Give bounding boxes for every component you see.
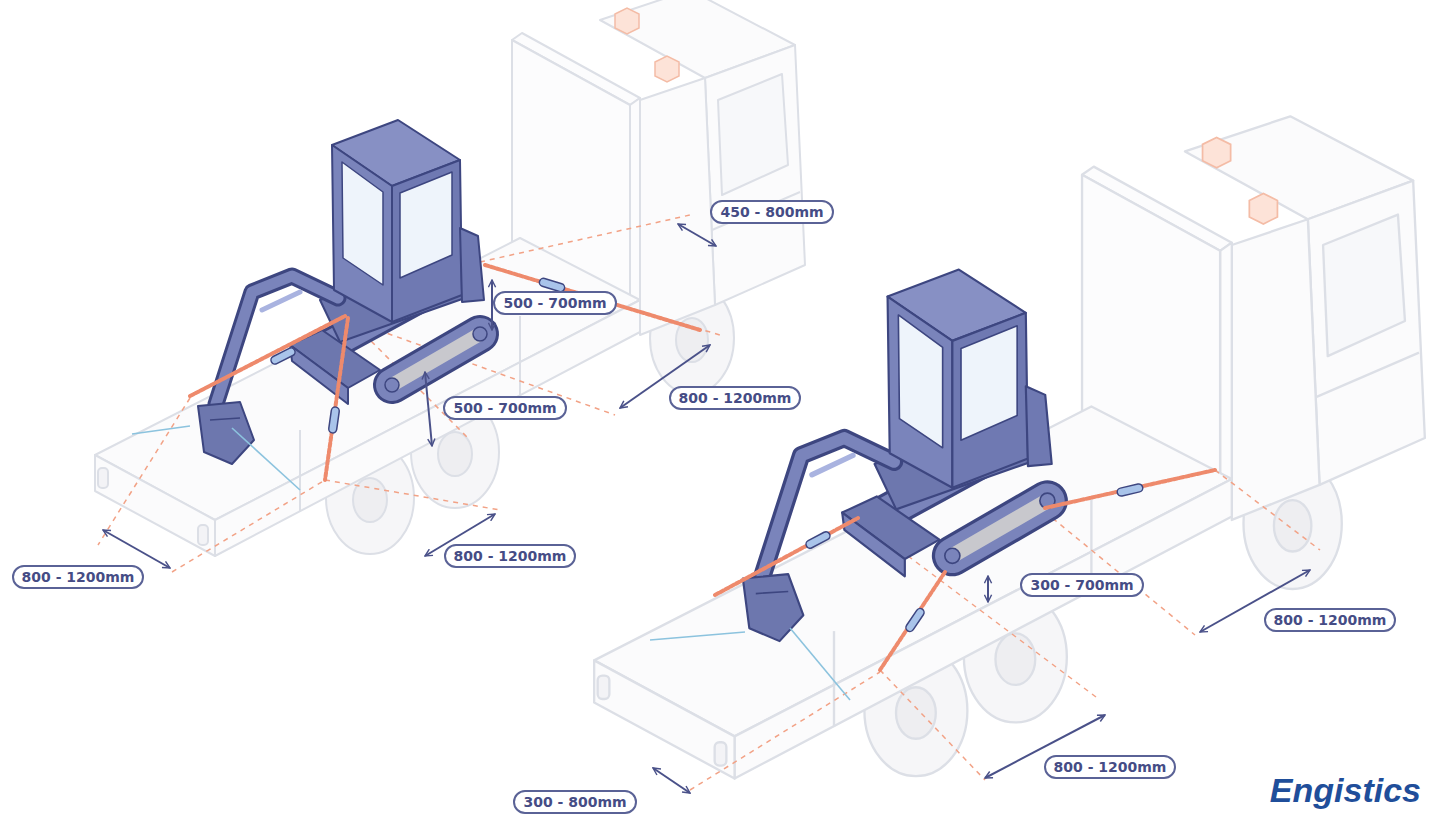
bucket-cable [132,426,190,434]
dimension-label: 300 - 700mm [1020,573,1143,597]
tie-down-chain [880,572,945,670]
dimension-label: 800 - 1200mm [12,565,145,589]
guide-line [690,672,880,790]
dimension-label: 800 - 1200mm [1264,608,1397,632]
guide-line [98,398,190,545]
chain-tensioner [904,607,925,633]
chain-tensioner [805,530,832,549]
chain-tensioner [328,407,340,434]
dimension-label: 300 - 800mm [513,790,636,814]
dimension-label: 800 - 1200mm [444,544,577,568]
dimension-label: 500 - 700mm [443,396,566,420]
guide-line [325,480,500,510]
dimension-arrow [103,224,1310,793]
truck-left [95,0,805,556]
tie-down-chain [485,265,700,330]
chain-tensioner [1116,483,1143,497]
chain-tensioner [270,277,1144,633]
dimension-arrow [425,372,432,446]
dimension-arrow [103,530,170,568]
tie-down-chain [325,318,348,480]
guide-line [485,265,720,335]
excavator-right [743,270,1055,642]
dimension-label: 800 - 1200mm [1044,755,1177,779]
truck-right [594,116,1425,778]
dimension-arrow [653,768,690,793]
guide-line [880,670,985,780]
chain-tensioner [270,347,297,366]
tie-down-chain [1045,470,1215,508]
dimension-arrow [678,224,716,246]
tie-down-chain [715,518,858,595]
guide-line [1215,470,1320,550]
bucket-cable [650,632,745,640]
tie-down-chain [190,316,345,396]
bucket-cable [132,426,850,700]
tie-down-chain [190,265,1215,670]
dimension-label: 450 - 800mm [710,200,833,224]
guide-line [172,480,325,572]
dimension-arrow [987,576,989,602]
watermark-logo: Engistics [1268,771,1423,809]
dimension-label: 800 - 1200mm [669,386,802,410]
dimension-label: 500 - 700mm [493,291,616,315]
guide-line [480,215,690,262]
bucket-cable [232,428,300,490]
bucket-cable [790,628,850,700]
